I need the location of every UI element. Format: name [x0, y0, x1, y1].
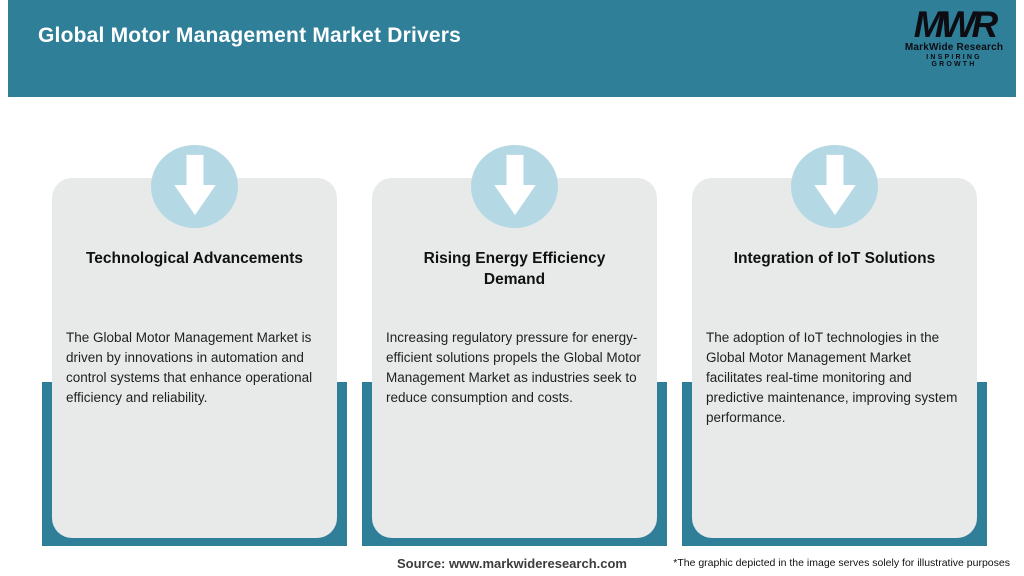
disclaimer-note: *The graphic depicted in the image serve… [673, 557, 1010, 569]
card-panel: Technological Advancements The Global Mo… [52, 178, 337, 538]
card-body: Increasing regulatory pressure for energ… [386, 330, 641, 405]
logo-tagline: INSPIRING GROWTH [926, 54, 982, 68]
driver-card-integration-of-iot-solutions: Integration of IoT Solutions The adoptio… [682, 145, 987, 548]
mwr-logo-icon: MWR [913, 4, 998, 45]
arrow-badge [151, 145, 238, 228]
card-title: Integration of IoT Solutions [733, 250, 936, 267]
down-arrow-icon [173, 154, 216, 216]
arrow-badge [791, 145, 878, 228]
driver-card-technological-advancements: Technological Advancements The Global Mo… [42, 145, 347, 548]
markwide-logo: MWR MarkWide Research INSPIRING GROWTH [904, 4, 1004, 69]
card-body: The Global Motor Management Market is dr… [66, 330, 313, 405]
card-panel: Rising Energy Efficiency Demand Increasi… [372, 178, 657, 538]
arrow-badge [471, 145, 558, 228]
driver-card-rising-energy-efficiency-demand: Rising Energy Efficiency Demand Increasi… [362, 145, 667, 548]
page-title: Global Motor Management Market Drivers [38, 24, 462, 47]
source-caption: Source: www.markwideresearch.com [396, 556, 627, 571]
card-panel: Integration of IoT Solutions The adoptio… [692, 178, 977, 538]
down-arrow-icon [493, 154, 536, 216]
header-bar: Global Motor Management Market Drivers M… [8, 0, 1016, 97]
logo-company-name: MarkWide Research [904, 42, 1004, 53]
down-arrow-icon [813, 154, 856, 216]
card-body: The adoption of IoT technologies in the … [706, 330, 958, 425]
card-title: Technological Advancements [85, 250, 304, 267]
card-title: Rising Energy Efficiency Demand [423, 250, 606, 288]
